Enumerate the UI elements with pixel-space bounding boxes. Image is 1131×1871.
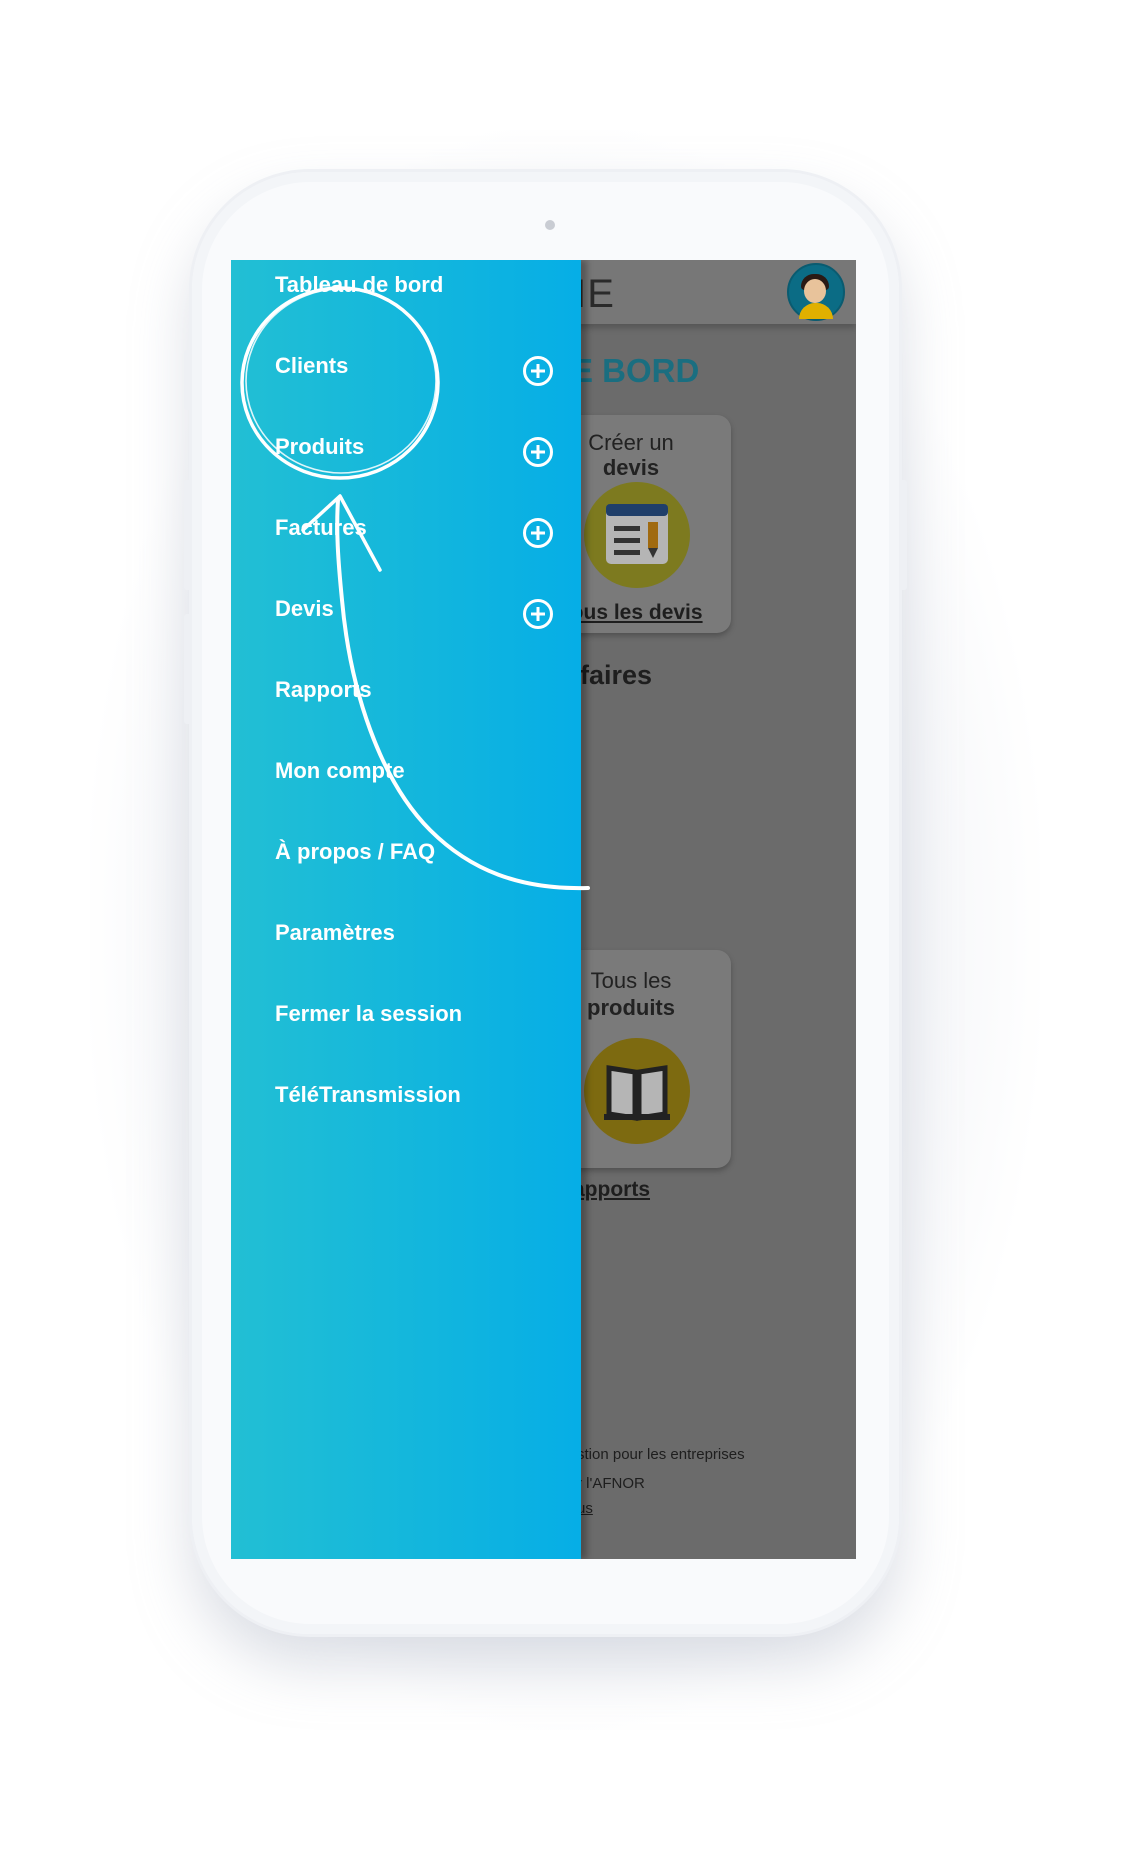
avatar-body bbox=[799, 303, 833, 319]
phone-side-button-left-3 bbox=[184, 614, 192, 724]
devis-icon bbox=[584, 482, 690, 588]
phone-side-button-right bbox=[899, 480, 907, 590]
camera-dot bbox=[545, 220, 555, 230]
book-icon-graphic bbox=[604, 1065, 670, 1121]
phone-screen: IIE E BORD Créer un devis Tous les devis… bbox=[231, 260, 856, 1559]
menu-item-mon-compte[interactable]: Mon compte bbox=[275, 758, 405, 783]
rapports-link[interactable]: apports bbox=[573, 1178, 651, 1201]
menu-item-devis[interactable]: Devis bbox=[275, 596, 334, 621]
menu-item-factures[interactable]: Factures bbox=[275, 515, 367, 540]
all-devis-link[interactable]: Tous les devis bbox=[559, 601, 703, 624]
add-devis-icon[interactable] bbox=[523, 599, 553, 629]
add-client-icon[interactable] bbox=[523, 356, 553, 386]
add-facture-icon[interactable] bbox=[523, 518, 553, 548]
user-avatar[interactable] bbox=[787, 263, 845, 321]
footer-line2: r l'AFNOR bbox=[577, 1475, 645, 1492]
phone-side-button-left-2 bbox=[184, 480, 192, 590]
menu-item-parametres[interactable]: Paramètres bbox=[275, 920, 395, 945]
menu-item-teletransmission[interactable]: TéléTransmission bbox=[275, 1082, 461, 1107]
dashboard-title: E BORD bbox=[571, 352, 700, 389]
card-devis-line2: devis bbox=[602, 455, 660, 480]
menu-item-produits[interactable]: Produits bbox=[275, 434, 365, 459]
avatar-face bbox=[804, 279, 826, 303]
menu-item-rapports[interactable]: Rapports bbox=[275, 677, 372, 702]
devis-icon-graphic bbox=[606, 504, 668, 564]
menu-item-fermer-la-session[interactable]: Fermer la session bbox=[275, 1001, 463, 1026]
book-icon bbox=[584, 1038, 690, 1144]
footer-line1: stion pour les entreprises bbox=[577, 1446, 745, 1463]
card-devis-line1: Créer un bbox=[588, 430, 674, 455]
phone-side-button-left-1 bbox=[184, 350, 192, 410]
menu-item-a-propos-faq[interactable]: À propos / FAQ bbox=[275, 839, 436, 864]
card-produits-line2: produits bbox=[587, 995, 675, 1020]
menu-item-clients[interactable]: Clients bbox=[275, 353, 349, 378]
menu-item-tableau-de-bord[interactable]: Tableau de bord bbox=[275, 272, 444, 297]
navigation-drawer: Tableau de bord Clients Produits Facture… bbox=[231, 260, 581, 1559]
card-produits-line1: Tous les bbox=[590, 968, 672, 993]
affaires-section-title: ffaires bbox=[571, 660, 653, 690]
add-produit-icon[interactable] bbox=[523, 437, 553, 467]
